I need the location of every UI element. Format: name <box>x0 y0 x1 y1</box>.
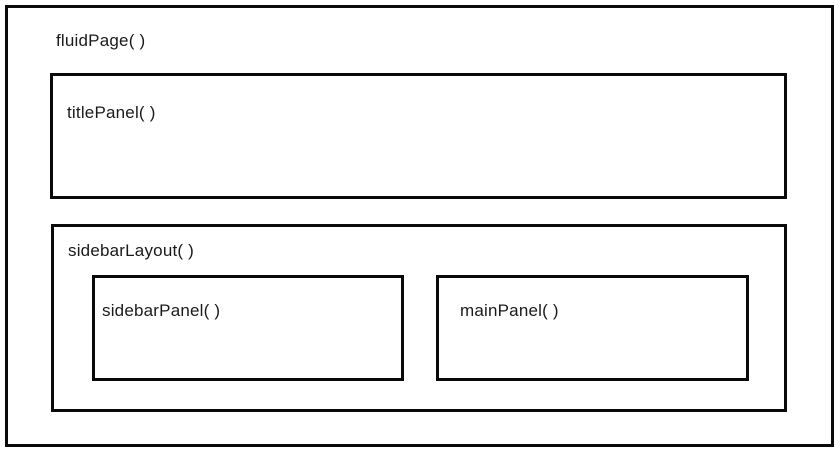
title-panel-box <box>50 73 787 199</box>
main-panel-box <box>436 275 749 381</box>
sidebar-panel-box <box>92 275 404 381</box>
title-panel-label: titlePanel( ) <box>67 103 156 122</box>
main-panel-label: mainPanel( ) <box>460 301 559 320</box>
fluid-page-label: fluidPage( ) <box>56 31 146 50</box>
sidebar-panel-label: sidebarPanel( ) <box>102 301 221 320</box>
sidebar-layout-label: sidebarLayout( ) <box>68 241 195 260</box>
